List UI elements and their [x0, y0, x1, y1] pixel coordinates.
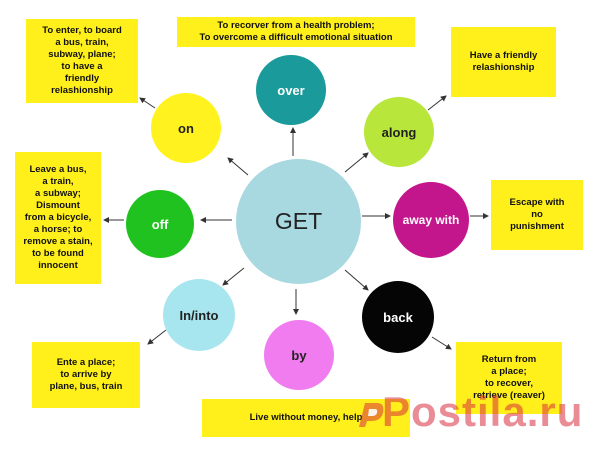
meaning-box-on: To enter, to board a bus, train, subway,… — [26, 19, 138, 103]
circle-over: over — [256, 55, 326, 125]
watermark-text: Postila.ru — [382, 388, 584, 435]
circle-off: off — [126, 190, 194, 258]
label-on: on — [178, 120, 194, 136]
circle-away-with: away with — [393, 182, 469, 258]
meaning-box-over: To recorver from a health problem; To ov… — [177, 17, 415, 47]
arrow-in-to-box — [147, 329, 167, 345]
label-along: along — [381, 124, 417, 140]
label-over: over — [277, 82, 305, 98]
meaning-box-along: Have a friendly relashionship — [451, 27, 556, 97]
label-off: off — [151, 216, 169, 232]
center-circle-get: GET — [236, 159, 361, 284]
arrow-to-in-into — [222, 267, 245, 286]
circle-back: back — [362, 281, 434, 353]
label-away-with: away with — [402, 213, 460, 227]
watermark-logo-icon — [359, 403, 384, 427]
meaning-box-in-into: Ente a place; to arrive by plane, bus, t… — [32, 342, 140, 408]
circle-on: on — [151, 93, 221, 163]
label-by: by — [291, 347, 307, 363]
label-back: back — [383, 309, 413, 325]
arrow-on-to-box — [139, 97, 156, 109]
arrow-to-back — [344, 269, 369, 291]
circle-in-into: In/into — [163, 279, 235, 351]
meaning-box-off: Leave a bus, a train, a subway; Dismount… — [15, 152, 101, 284]
label-in-into: In/into — [179, 307, 219, 323]
circle-along: along — [364, 97, 434, 167]
arrow-back-to-box — [431, 336, 452, 350]
circle-by: by — [264, 320, 334, 390]
arrow-to-on — [227, 157, 249, 176]
arrow-to-along — [344, 152, 369, 173]
arrow-along-to-box — [427, 95, 447, 111]
meaning-box-back: Return from a place; to recover, retriev… — [456, 342, 562, 414]
center-label: GET — [274, 208, 323, 234]
meaning-box-away-with: Escape with no punishment — [491, 180, 583, 250]
